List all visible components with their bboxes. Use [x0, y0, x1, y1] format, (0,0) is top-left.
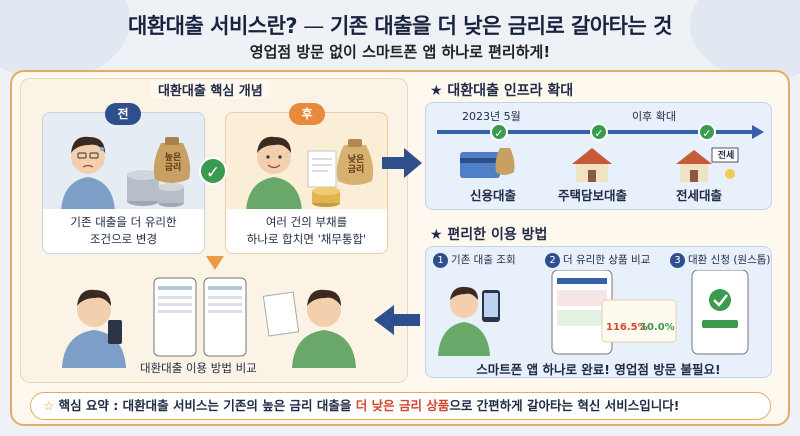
- timeline-arrowhead: [752, 125, 764, 139]
- phone-comparison-illustration: [62, 277, 356, 368]
- down-arrow-icon: [206, 256, 224, 270]
- rate-low-value: 10.0%: [640, 322, 675, 333]
- rate-high-value: 116.5%: [606, 322, 648, 333]
- after-text-line-1: 여러 건의 부채를: [265, 215, 348, 229]
- summary-box: ☆ 핵심 요약 : 대환대출 서비스는 기존의 높은 금리 대출을 더 낮은 금…: [30, 392, 771, 420]
- summary-suffix: 으로 간편하게 갈아타는 혁신 서비스입니다!: [449, 398, 680, 413]
- jeonse-sign-text: 전세: [717, 151, 735, 161]
- after-card: 낮은 금리 여러 건의 부채를 하나로 합치면 '채무통합': [225, 112, 388, 254]
- infra-title: ★ 대환대출 인프라 확대: [430, 83, 574, 99]
- timeline-check-icon: ✓: [698, 123, 716, 141]
- step-number: 2: [545, 253, 560, 268]
- core-concept-title: 대환대출 핵심 개념: [150, 80, 271, 99]
- step-label: 대환 신청 (원스톱): [688, 254, 771, 266]
- infra-item-mortgage: 주택담보대출: [558, 188, 628, 203]
- before-text-line-1: 기존 대출을 더 유리한: [70, 215, 177, 229]
- step-label: 기존 대출 조회: [451, 254, 516, 266]
- summary-highlight: 더 낮은 금리 상품: [355, 398, 450, 413]
- step-number: 3: [670, 253, 685, 268]
- check-icon: ✓: [199, 157, 227, 185]
- timeline-check-icon: ✓: [490, 123, 508, 141]
- happy-person-illustration: [246, 136, 374, 211]
- jeonse-house-icon: [676, 147, 739, 182]
- worried-person-illustration: [61, 136, 191, 211]
- after-text-line-2: 하나로 합치면 '채무통합': [246, 232, 367, 246]
- page-subtitle: 영업점 방문 없이 스마트폰 앱 하나로 편리하게!: [249, 43, 551, 61]
- infra-item-credit: 신용대출: [470, 188, 517, 203]
- credit-card-icon: [460, 148, 515, 178]
- timeline-later-label: 이후 확대: [632, 110, 676, 123]
- before-card-text: 기존 대출을 더 유리한 조건으로 변경: [43, 209, 204, 253]
- page-title: 대환대출 서비스란? — 기존 대출을 더 낮은 금리로 갈아타는 것: [128, 14, 672, 38]
- before-text-line-2: 조건으로 변경: [89, 232, 158, 246]
- usage-illustration: [438, 270, 749, 356]
- usage-footer: 스마트폰 앱 하나로 완료! 영업점 방문 불필요!: [476, 362, 721, 377]
- summary-prefix: 핵심 요약 : 대환대출 서비스는 기존의 높은 금리 대출을: [58, 398, 356, 413]
- before-tag: 전: [105, 103, 141, 125]
- infra-item-jeonse: 전세대출: [676, 188, 723, 203]
- before-bag-label: 높은 금리: [164, 153, 182, 173]
- after-tag: 후: [289, 103, 325, 125]
- arrow-left-icon: [374, 305, 420, 335]
- house-icon: [572, 148, 612, 182]
- step-number: 1: [433, 253, 448, 268]
- after-bag-label: 낮은 금리: [347, 155, 365, 175]
- compare-label: 대환대출 이용 방법 비교: [140, 361, 257, 375]
- infra-icons: [460, 147, 739, 182]
- usage-title: ★ 편리한 이용 방법: [430, 227, 548, 243]
- before-card: 높은 금리 기존 대출을 더 유리한 조건으로 변경: [42, 112, 205, 254]
- step-label: 더 유리한 상품 비교: [563, 254, 651, 266]
- star-icon: ☆: [43, 398, 55, 413]
- after-card-text: 여러 건의 부채를 하나로 합치면 '채무통합': [226, 209, 387, 253]
- timeline-start-label: 2023년 5월: [462, 110, 521, 123]
- arrow-right-icon: [382, 148, 422, 178]
- timeline-check-icon: ✓: [590, 123, 608, 141]
